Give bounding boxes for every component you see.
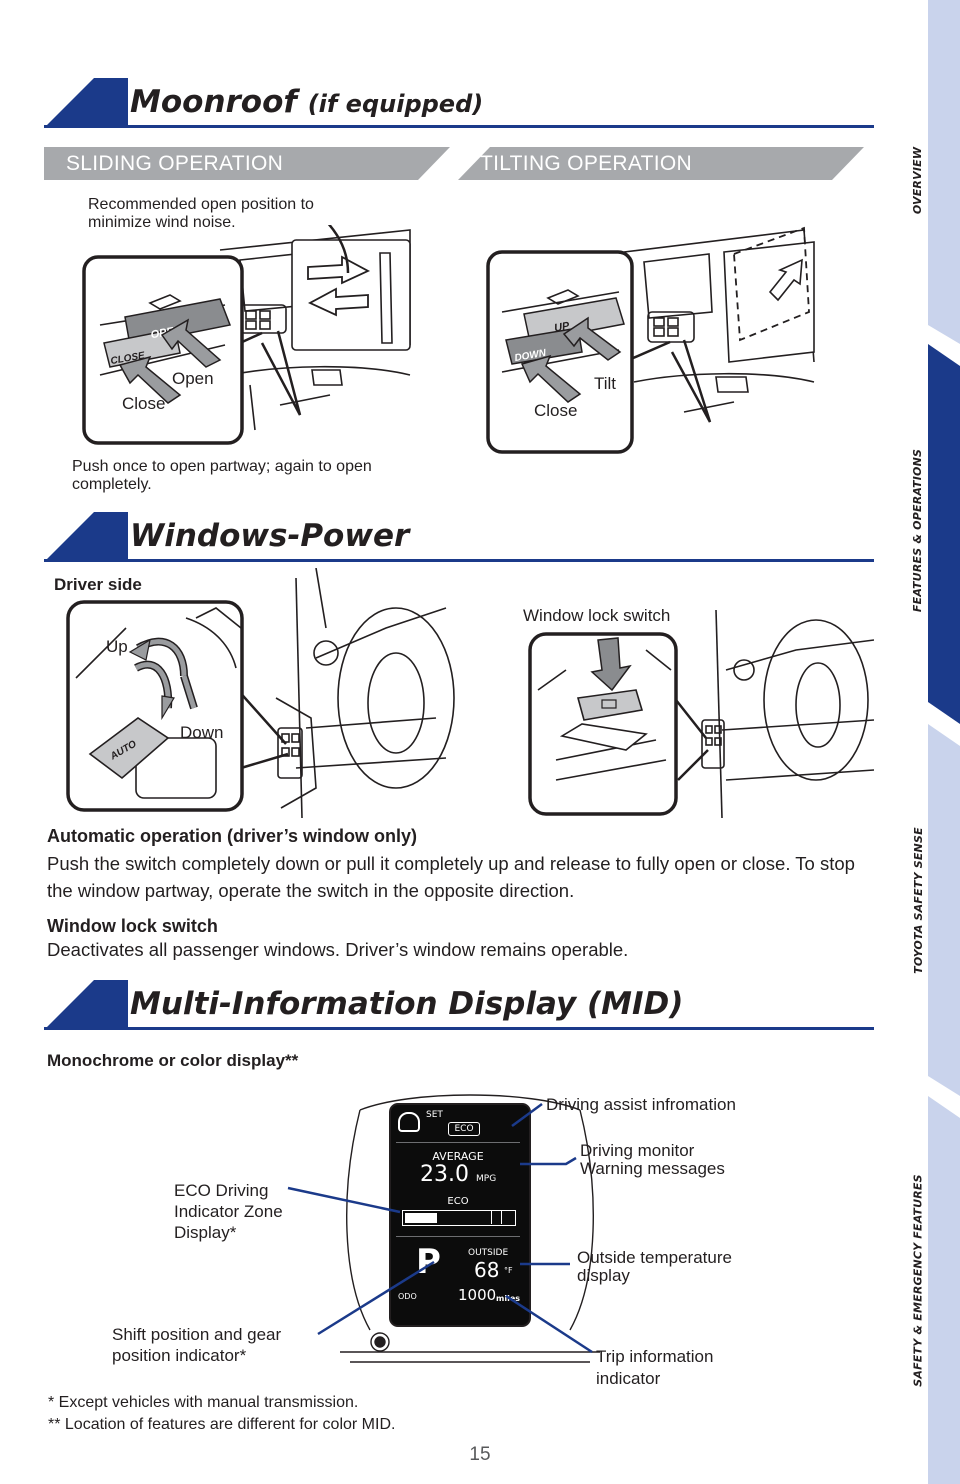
set-text: SET <box>426 1110 443 1120</box>
callout-shift-position: Shift position and gear position indicat… <box>112 1325 282 1365</box>
windows-power-header: Windows-Power <box>44 512 874 562</box>
moonroof-header: Moonroof (if equipped) <box>44 78 874 128</box>
driver-window-illustration: AUTO <box>66 568 456 818</box>
recommended-position-note: Recommended open position to minimize wi… <box>88 196 314 231</box>
header-rule <box>44 559 874 562</box>
steering-assist-icon <box>398 1112 420 1132</box>
header-rule <box>44 125 874 128</box>
mid-illustration <box>330 1090 610 1370</box>
driver-side-label: Driver side <box>54 575 142 594</box>
eco-badge: ECO <box>448 1122 480 1136</box>
window-lock-illustration <box>526 610 874 818</box>
eco-zone-label: ECO <box>447 1196 469 1207</box>
nav-segment-toyota-safety-sense[interactable] <box>928 724 960 1096</box>
average-label: AVERAGE <box>432 1150 484 1163</box>
moonroof-title: Moonroof (if equipped) <box>130 84 484 120</box>
auto-operation-text: Push the switch completely down or pull … <box>47 853 855 901</box>
switch-up-text: UP <box>553 320 571 335</box>
mid-divider-top <box>396 1142 520 1143</box>
outside-value: 68 <box>474 1258 500 1282</box>
window-lock-switch-label: Window lock switch <box>523 606 671 625</box>
label-close-tilting: Close <box>534 401 578 420</box>
mid-header: Multi-Information Display (MID) <box>44 980 874 1030</box>
average-unit: MPG <box>476 1174 497 1184</box>
label-close-sliding: Close <box>122 394 166 413</box>
tilting-operation-illustration: UP DOWN <box>484 222 864 462</box>
trip-miles-value: 1000 <box>458 1286 497 1304</box>
eco-zone-tick <box>501 1211 502 1224</box>
page-number: 15 <box>469 1444 491 1465</box>
mid-divider-mid <box>396 1236 520 1237</box>
callout-driving-monitor: Driving monitor Warning messages <box>580 1141 725 1178</box>
nav-segment-overview[interactable] <box>928 0 960 344</box>
sliding-operation-banner: SLIDING OPERATION <box>44 147 450 180</box>
header-rule <box>44 1027 874 1030</box>
footnote-1: * Except vehicles with manual transmissi… <box>48 1394 359 1411</box>
tilting-operation-banner: TILTING OPERATION <box>458 147 864 180</box>
callout-trip-info: Trip information indicator <box>596 1347 714 1388</box>
nav-segment-features-operations[interactable] <box>928 344 960 724</box>
gear-indicator: P <box>416 1242 441 1282</box>
side-navigation <box>928 0 960 1484</box>
callout-outside-temp: Outside temperature display <box>577 1248 732 1285</box>
window-lock-heading: Window lock switch <box>47 916 218 936</box>
eco-zone-tick <box>491 1211 492 1224</box>
window-lock-text: Deactivates all passenger windows. Drive… <box>47 939 629 960</box>
mid-title: Multi-Information Display (MID) <box>130 986 684 1022</box>
eco-zone-fill <box>405 1213 437 1223</box>
mid-screen: SET ECO AVERAGE 23.0 MPG ECO P ODO OUTSI… <box>394 1108 524 1318</box>
label-down: Down <box>180 723 224 742</box>
label-up: Up <box>106 637 128 656</box>
sliding-operation-illustration: OPEN CLOSE <box>80 225 460 450</box>
label-open: Open <box>172 369 214 388</box>
average-value: 23.0 <box>420 1162 469 1187</box>
outside-unit: °F <box>504 1266 513 1275</box>
footnote-2: ** Location of features are different fo… <box>48 1416 396 1433</box>
odo-label: ODO <box>398 1292 417 1301</box>
auto-operation-heading: Automatic operation (driver’s window onl… <box>47 826 418 846</box>
eco-zone-bar <box>402 1210 516 1226</box>
label-tilt: Tilt <box>594 374 617 393</box>
outside-label: OUTSIDE <box>468 1248 509 1258</box>
mid-subtitle: Monochrome or color display** <box>47 1051 299 1070</box>
windows-power-title: Windows-Power <box>130 518 410 554</box>
push-once-note: Push once to open partway; again to open… <box>72 458 372 493</box>
callout-driving-assist: Driving assist infromation <box>546 1095 736 1114</box>
callout-eco-zone: ECO Driving Indicator Zone Display* <box>174 1181 283 1242</box>
nav-segment-safety-emergency[interactable] <box>928 1096 960 1484</box>
